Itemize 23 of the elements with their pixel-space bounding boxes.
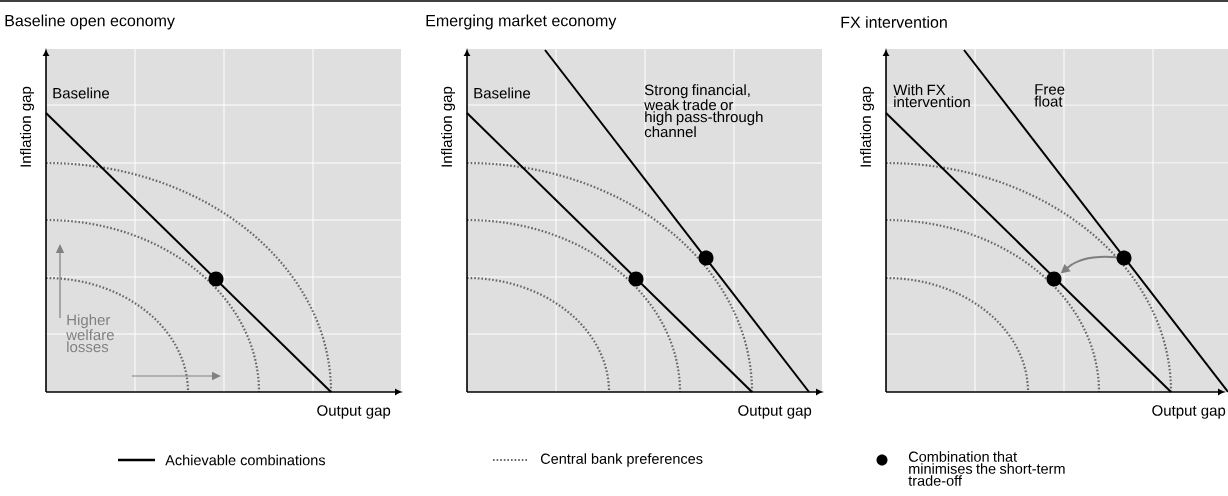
annotation: Higher welfare losses — [66, 314, 114, 353]
point-marker — [628, 271, 644, 287]
axis-label: Inflation gap — [860, 86, 874, 167]
point-marker — [698, 250, 714, 266]
point-marker — [1046, 271, 1062, 287]
legend-label: Central bank preferences — [540, 453, 703, 467]
axis-label: Output gap — [317, 405, 391, 419]
legend-label: Combination that minimises the short-term trade-off — [908, 451, 1065, 486]
axis-label: Inflation gap — [20, 86, 34, 167]
panel-title: Baseline open economy — [5, 14, 175, 30]
line-label: Strong financial, weak trade or high pass-through channel — [644, 84, 763, 138]
point-marker — [1116, 250, 1132, 266]
line-label: Baseline — [474, 87, 531, 99]
line-label: With FX intervention — [893, 84, 970, 108]
legend-label: Achievable combinations — [165, 454, 326, 466]
panel-title: Emerging market economy — [426, 14, 617, 30]
axis-label: Output gap — [738, 405, 812, 419]
axis-label: Inflation gap — [441, 86, 455, 167]
panel-title: FX intervention — [841, 16, 947, 28]
axis-label: Output gap — [1152, 405, 1226, 419]
point-marker — [208, 271, 224, 287]
line-label: Baseline — [53, 87, 110, 99]
line-label: Free float — [1034, 84, 1065, 107]
